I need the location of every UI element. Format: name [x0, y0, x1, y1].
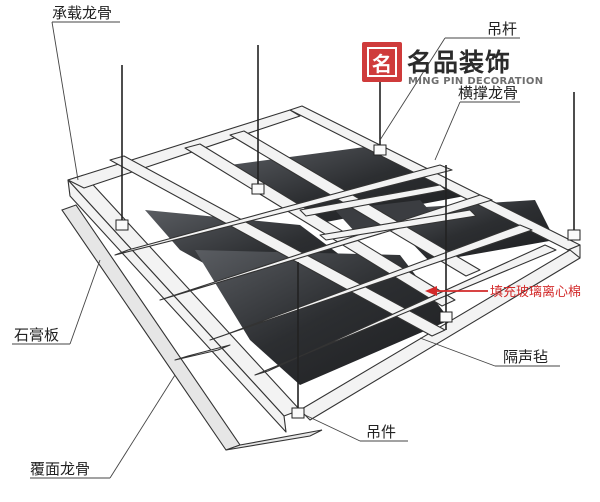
brand-name-cn: 名品装饰	[407, 48, 511, 77]
filling-arrow	[425, 286, 488, 296]
label-gypsum-board: 石膏板	[14, 326, 59, 344]
label-cross-brace-keel: 横撑龙骨	[458, 84, 518, 102]
label-cover-keel: 覆面龙骨	[30, 460, 90, 478]
leader-lines	[12, 21, 560, 479]
panel-group	[145, 145, 555, 385]
hanger-clips	[115, 144, 581, 419]
label-main-keel: 承载龙骨	[52, 4, 112, 22]
logo-square	[362, 42, 402, 82]
label-filling: 填充玻璃离心棉	[490, 284, 581, 300]
label-hanger-rod: 吊杆	[487, 20, 517, 38]
brand-logo: 名 名品装饰 MING PIN DECORATION	[362, 42, 543, 87]
label-sound-felt: 隔声毡	[503, 348, 548, 366]
brand-name-en: MING PIN DECORATION	[408, 76, 543, 87]
hanger-rods	[121, 45, 575, 415]
logo-char: 名	[372, 52, 392, 76]
label-hanger-part: 吊件	[366, 423, 396, 441]
gypsum-board-edge	[61, 204, 323, 451]
panel-front	[195, 250, 450, 385]
